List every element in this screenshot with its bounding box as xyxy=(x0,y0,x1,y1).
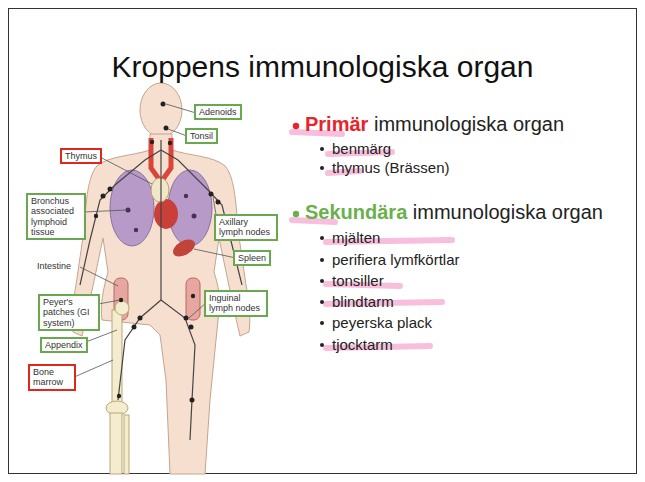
bullet xyxy=(320,300,324,304)
leader-line xyxy=(166,104,196,113)
lymph-node xyxy=(132,325,137,330)
lymph-node xyxy=(216,200,221,205)
lymph-node xyxy=(126,208,131,213)
label-box: Axillary lymph nodes xyxy=(214,214,278,241)
lymph-node xyxy=(168,141,172,145)
leader-line xyxy=(194,249,236,258)
bullet-text: Sekundära xyxy=(305,201,407,224)
label-box: Appendix xyxy=(40,337,88,353)
lymph-node xyxy=(94,214,98,218)
slide-title: Kroppens immunologiska organ xyxy=(0,50,645,84)
lymph-vessel xyxy=(80,150,161,285)
leg-bones xyxy=(106,301,129,474)
box-text: Spleen xyxy=(238,253,266,263)
fibula xyxy=(124,415,129,474)
lymph-node xyxy=(138,316,143,321)
bullet xyxy=(320,236,324,240)
intestine-organ xyxy=(186,278,200,320)
lymph-vessel xyxy=(160,140,161,300)
box-text: Peyer's patches (GI system) xyxy=(43,297,95,328)
leader-line xyxy=(100,157,152,184)
lymph-node xyxy=(189,325,194,330)
heart xyxy=(154,199,178,229)
spleen-organ xyxy=(170,236,198,260)
bullet-text: benmärg xyxy=(332,140,391,157)
lymph-node xyxy=(184,194,188,198)
sub-bullets xyxy=(320,147,324,347)
lymph-node xyxy=(164,126,169,131)
bullet-text: blindtarm xyxy=(332,293,394,310)
bullet-text: Primär xyxy=(305,113,368,136)
bullet xyxy=(293,123,299,129)
label-box: Spleen xyxy=(233,250,271,266)
femur xyxy=(112,310,122,405)
bullet xyxy=(320,321,324,325)
head xyxy=(140,83,182,137)
lymph-node xyxy=(184,316,189,321)
tibia xyxy=(110,413,122,474)
label-box: Inguinal lymph nodes xyxy=(204,290,268,317)
label-box: Bone marrow xyxy=(28,364,76,391)
box-text: Thymus xyxy=(65,151,97,161)
box-text: Bone marrow xyxy=(33,367,71,388)
part-label: Intestine xyxy=(37,261,71,271)
bullet-text: tonsiller xyxy=(332,272,384,289)
leader-line xyxy=(72,360,113,378)
lymph-node xyxy=(150,140,154,144)
bullet xyxy=(320,166,324,170)
label-box: Thymus xyxy=(60,148,102,164)
box-text: Adenoids xyxy=(199,107,237,117)
label-box: Peyer's patches (GI system) xyxy=(38,294,100,331)
bullet xyxy=(320,279,324,283)
label-box: Adenoids xyxy=(194,104,242,120)
lymph-node xyxy=(209,192,214,197)
leader-line xyxy=(80,267,118,286)
lymph-node xyxy=(101,194,106,199)
lymph-node xyxy=(134,228,138,232)
box-text: Axillary lymph nodes xyxy=(219,217,273,238)
lymph-node xyxy=(190,398,195,403)
lymph-vessel xyxy=(118,300,161,400)
bullet-text: perifiera lymfkörtlar xyxy=(332,251,460,268)
lymph-node xyxy=(117,394,121,398)
bullet-text: immunologiska organ xyxy=(413,201,603,224)
box-text: Bronchus associated lymphoid tissue xyxy=(31,196,81,237)
leader-lines xyxy=(72,104,236,378)
bullet-text: thymus (Brässen) xyxy=(332,159,450,176)
leader-line xyxy=(84,210,126,212)
bullet xyxy=(293,211,299,217)
highlighter xyxy=(292,132,452,348)
lymph-vessel xyxy=(161,300,195,440)
box-text: Tonsil xyxy=(190,131,213,141)
thymus-organ xyxy=(151,178,169,202)
bullet-text: mjälten xyxy=(332,229,380,246)
lymph-node xyxy=(108,187,113,192)
box-text: Inguinal lymph nodes xyxy=(209,293,263,314)
lymph-node xyxy=(191,294,195,298)
lymph-node xyxy=(192,214,197,219)
bullet xyxy=(320,258,324,262)
lymph-node xyxy=(161,102,166,107)
bullet xyxy=(320,147,324,151)
bullet xyxy=(320,343,324,347)
label-box: Bronchus associated lymphoid tissue xyxy=(26,193,86,240)
bullet-text: tjocktarm xyxy=(332,336,393,353)
femur-head xyxy=(115,301,129,315)
box-text: Appendix xyxy=(45,340,83,350)
label-box: Tonsil xyxy=(185,128,218,144)
bullet-text: immunologiska organ xyxy=(374,113,564,136)
bullet-text: peyerska plack xyxy=(332,314,432,331)
